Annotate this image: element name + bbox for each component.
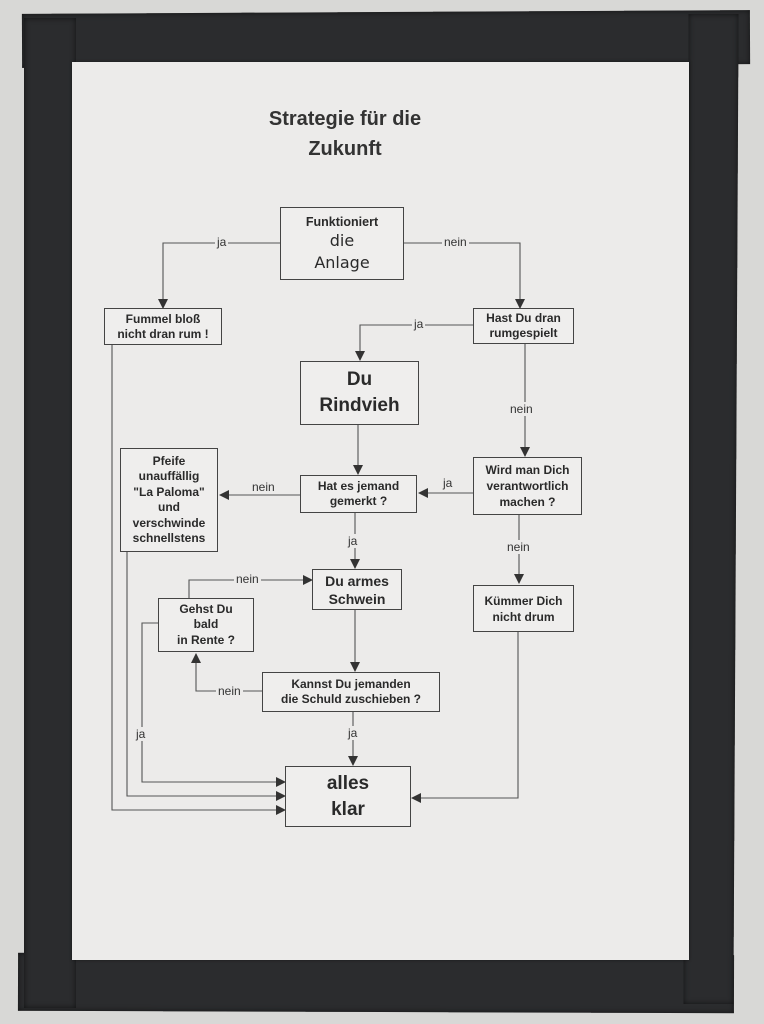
- node-pfeife-line-4: und: [158, 500, 180, 514]
- node-verant-line-2: verantwortlich: [486, 479, 569, 493]
- node-hast-du: Hast Du dran rumgespielt: [473, 308, 574, 344]
- node-verantwortlich: Wird man Dich verantwortlich machen ?: [473, 457, 582, 515]
- label-start-ja: ja: [215, 235, 229, 249]
- label-gemerkt-ja: ja: [346, 534, 360, 548]
- node-pfeife-line-2: unauffällig: [138, 469, 200, 483]
- node-pfeife-line-5: verschwinde: [132, 515, 206, 530]
- edge-rente-nein: [188, 575, 313, 598]
- label-start-nein: nein: [442, 235, 469, 249]
- node-klar-line-1: alles: [326, 772, 370, 794]
- node-armes-schwein: Du armes Schwein: [312, 569, 402, 610]
- node-hast-line-1: Hast Du dran: [486, 311, 561, 325]
- node-klar-line-2: klar: [331, 798, 365, 820]
- node-rente-line-2: bald: [193, 617, 219, 632]
- node-schuld: Kannst Du jemanden die Schuld zuschieben…: [262, 672, 440, 712]
- node-fummel: Fummel bloß nicht dran rum !: [104, 308, 222, 345]
- node-gemerkt: Hat es jemand gemerkt ?: [300, 475, 417, 513]
- label-verant-nein: nein: [505, 540, 532, 554]
- edge-hast-ja: [355, 324, 473, 361]
- node-schuld-line-2: die Schuld zuschieben ?: [280, 692, 422, 706]
- node-pfeife: Pfeife unauffällig "La Paloma" und versc…: [120, 448, 218, 552]
- node-funktioniert-line-1: Funktioniert: [305, 214, 379, 229]
- node-gemerkt-line-2: gemerkt ?: [329, 494, 388, 508]
- edge-start-ja: [158, 242, 280, 309]
- node-rente: Gehst Du bald in Rente ?: [158, 598, 254, 652]
- node-fummel-line-2: nicht dran rum !: [117, 326, 209, 341]
- label-gemerkt-nein: nein: [250, 480, 277, 494]
- node-fummel-line-1: Fummel bloß: [125, 311, 201, 326]
- node-funktioniert-line-3: Anlage: [314, 252, 370, 272]
- node-pfeife-line-1: Pfeife: [152, 453, 186, 468]
- node-kuemmer-line-1: Kümmer Dich: [484, 593, 563, 608]
- label-hast-nein: nein: [508, 402, 535, 416]
- node-schwein-line-2: Schwein: [328, 590, 386, 607]
- node-verant-line-3: machen ?: [499, 495, 556, 509]
- node-pfeife-line-6: schnellstens: [132, 531, 206, 545]
- node-gemerkt-line-1: Hat es jemand: [317, 479, 400, 493]
- node-schwein-line-1: Du armes: [325, 572, 389, 589]
- edge-pfeife-klar: [126, 552, 286, 801]
- node-kuemmer: Kümmer Dich nicht drum: [473, 585, 574, 632]
- label-verant-ja: ja: [441, 476, 455, 490]
- label-rente-nein: nein: [234, 572, 261, 586]
- node-rente-line-1: Gehst Du: [179, 601, 233, 616]
- node-alles-klar: alles klar: [285, 766, 411, 827]
- node-funktioniert: Funktioniert die Anlage: [280, 207, 404, 280]
- node-pfeife-line-3: "La Paloma": [133, 484, 205, 499]
- node-rindvieh: Du Rindvieh: [300, 361, 419, 425]
- label-hast-ja: ja: [412, 317, 426, 331]
- node-schuld-line-1: Kannst Du jemanden: [291, 677, 411, 691]
- page-title: Strategie für die Zukunft: [210, 104, 480, 164]
- title-line-2: Zukunft: [308, 138, 382, 160]
- edge-rente-ja: [141, 622, 286, 787]
- node-hast-line-2: rumgespielt: [489, 326, 558, 340]
- tape-left: [24, 18, 76, 1008]
- label-schuld-ja: ja: [346, 726, 360, 740]
- edge-fummel-klar: [111, 345, 286, 815]
- node-rindvieh-line-2: Rindvieh: [319, 395, 400, 416]
- label-rente-ja: ja: [134, 727, 148, 741]
- node-funktioniert-line-2: die: [329, 230, 355, 250]
- node-verant-line-1: Wird man Dich: [485, 463, 570, 477]
- label-schuld-nein: nein: [216, 684, 243, 698]
- edge-start-nein: [404, 242, 525, 309]
- edge-kuemmer-klar: [411, 632, 519, 803]
- node-kuemmer-line-2: nicht drum: [492, 609, 555, 624]
- node-rente-line-3: in Rente ?: [176, 632, 235, 647]
- node-rindvieh-line-1: Du: [346, 369, 373, 390]
- title-line-1: Strategie für die: [268, 108, 422, 130]
